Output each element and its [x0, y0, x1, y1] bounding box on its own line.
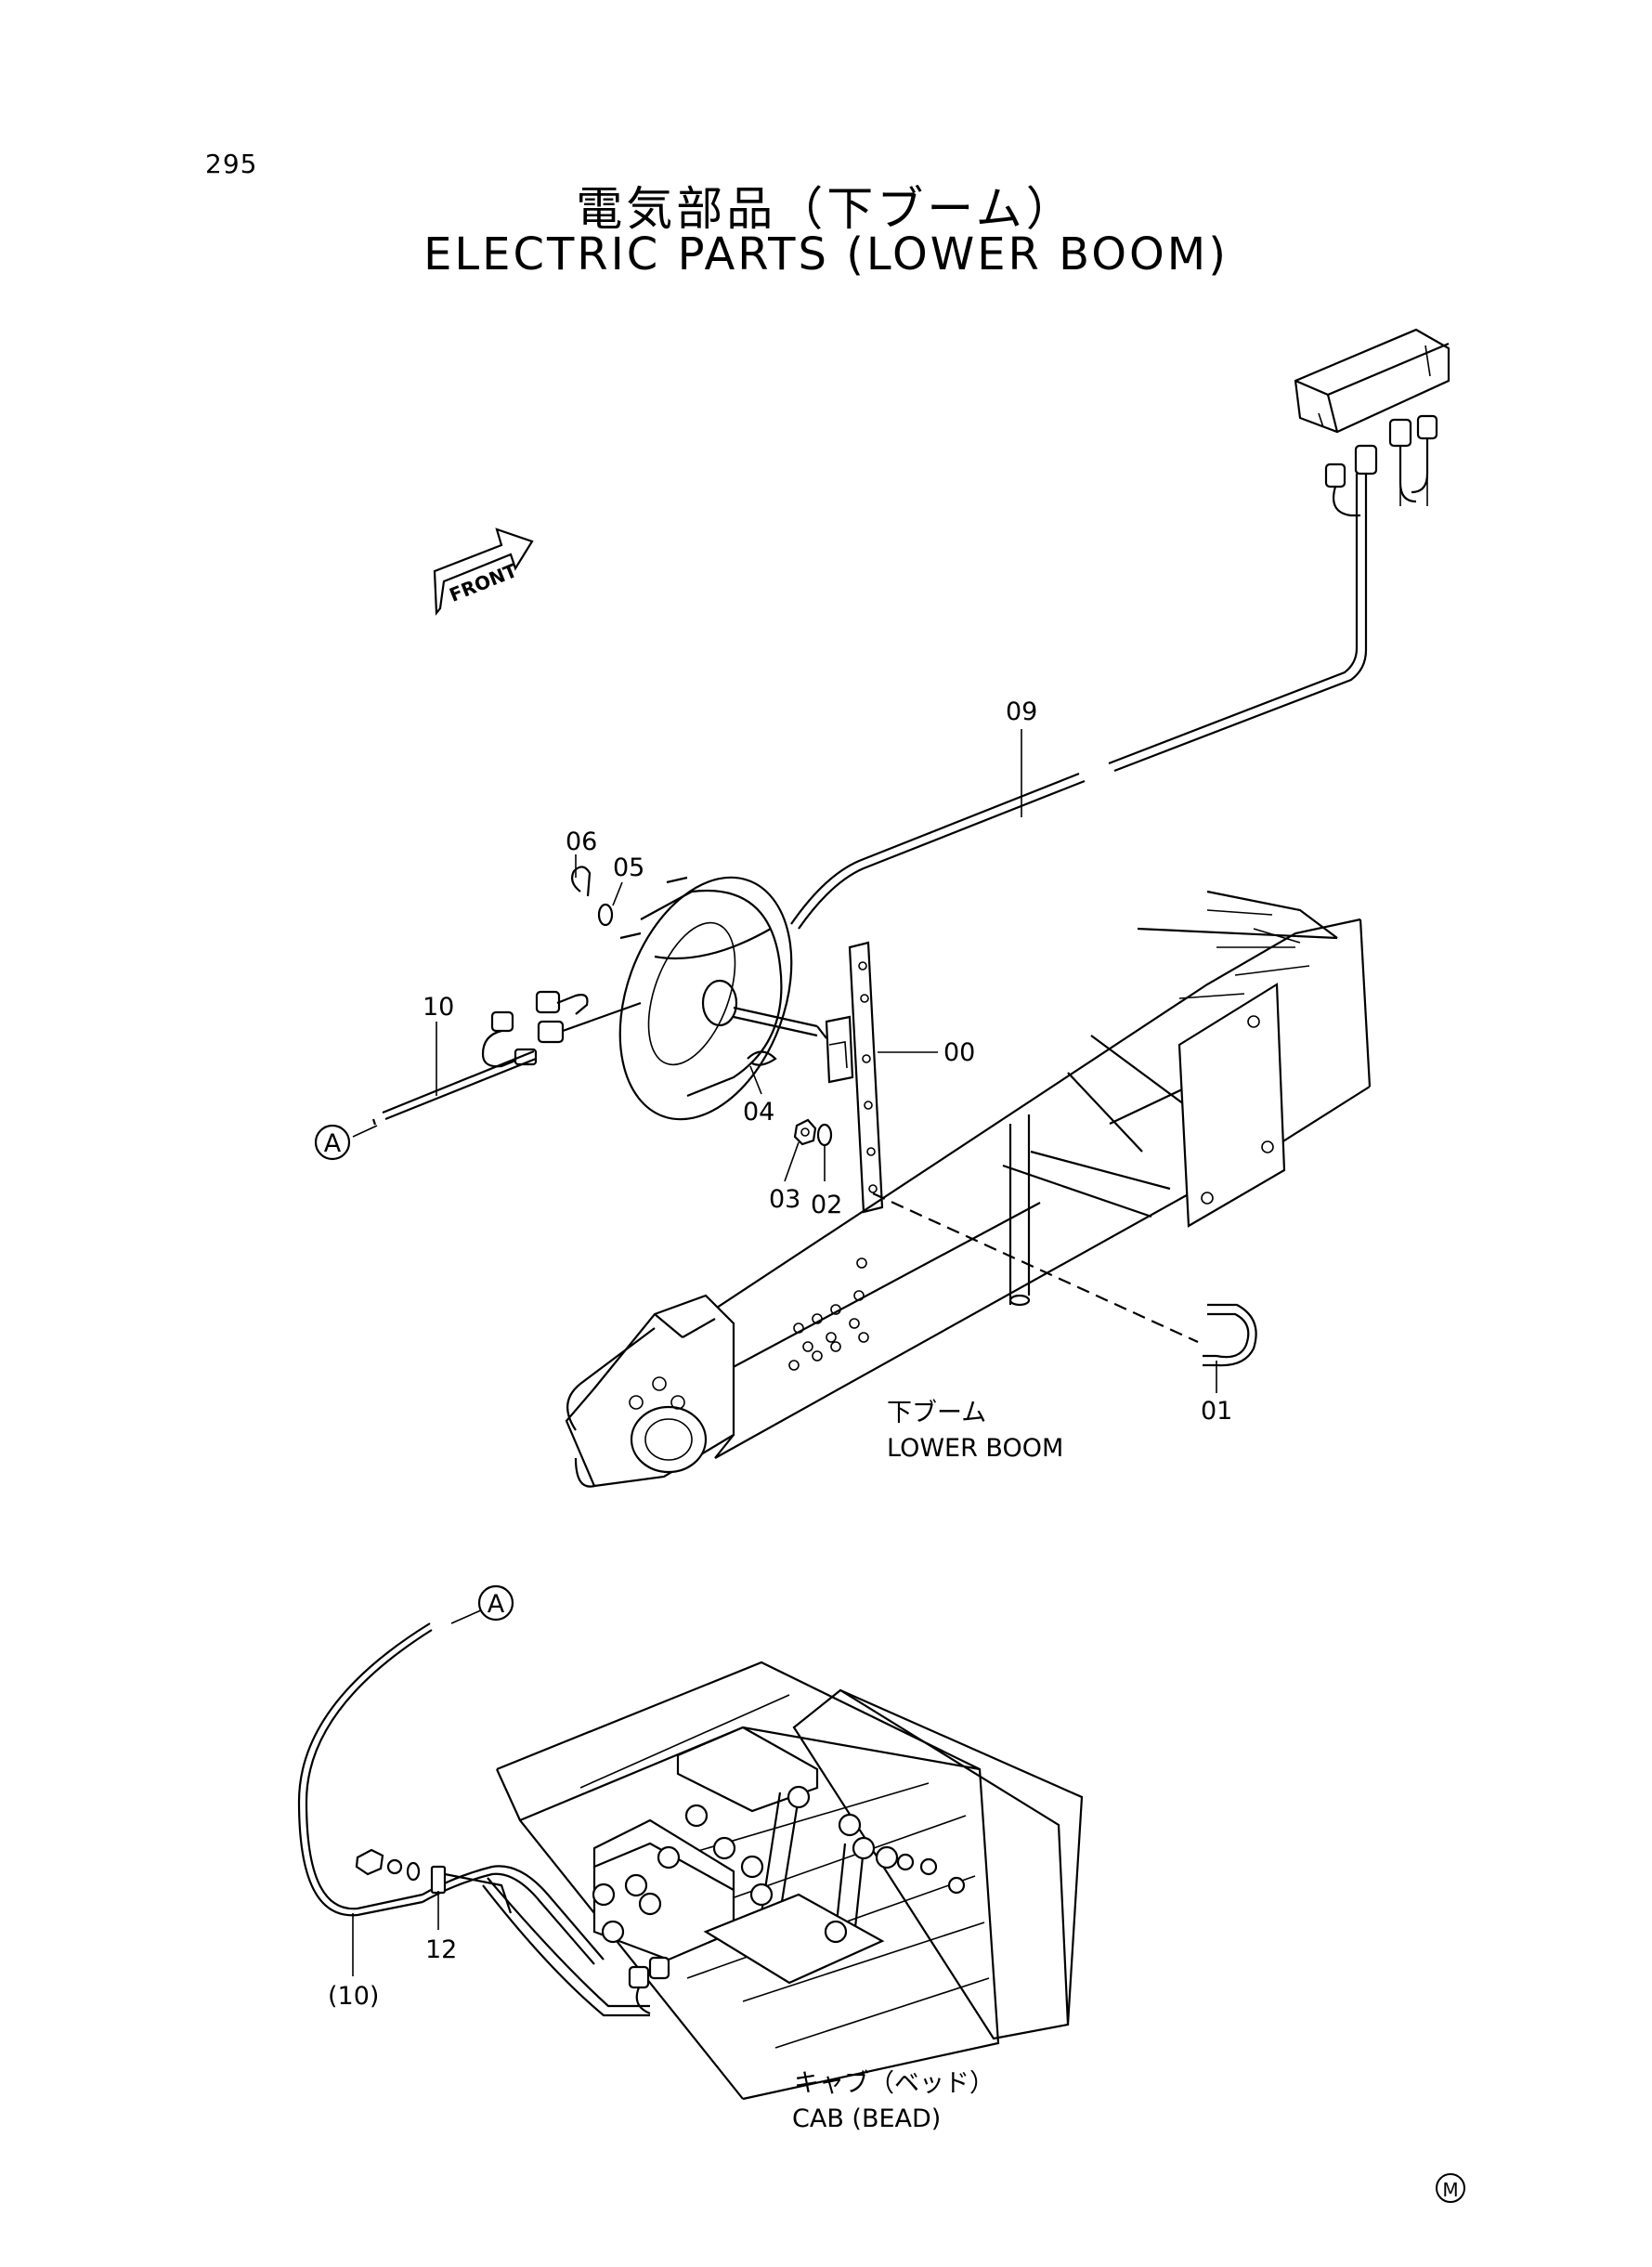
- cable-09: [790, 474, 1368, 930]
- cable-10: [371, 1049, 537, 1126]
- washer-05: [597, 903, 614, 927]
- clip-06: [571, 866, 592, 897]
- page-title-jp: 電気部品（下ブーム）: [576, 182, 1076, 236]
- label-05: 05: [613, 853, 644, 882]
- caption-lower-boom-jp: 下ブーム: [887, 1399, 986, 1427]
- page-title-en: ELECTRIC PARTS (LOWER BOOM): [423, 228, 1229, 280]
- label-04: 04: [743, 1098, 774, 1127]
- pin-04: [747, 1050, 777, 1066]
- front-arrow-icon: FRONT: [433, 528, 534, 616]
- cable-reel: [618, 876, 793, 1121]
- connector-set: [481, 990, 642, 1068]
- clip-12: [430, 1865, 513, 1914]
- corner-mark-label: M: [1442, 2179, 1458, 2201]
- caption-lower-boom-en: LOWER BOOM: [887, 1434, 1063, 1463]
- reel-shaft: [733, 1006, 827, 1039]
- controller-connectors: [1324, 414, 1438, 506]
- controller-box: [1294, 328, 1450, 434]
- label-09: 09: [1006, 697, 1037, 726]
- label-12: 12: [425, 1935, 457, 1964]
- label-06: 06: [566, 827, 597, 856]
- label-10: 10: [423, 993, 454, 1022]
- washer-02: [816, 1123, 833, 1147]
- label-02: 02: [811, 1191, 842, 1219]
- bolt-heads: [592, 1785, 966, 1944]
- ref-a-bottom-label: A: [488, 1590, 505, 1619]
- cable-10-routing: [297, 1622, 650, 2017]
- bracket-00: [825, 941, 884, 1214]
- cab-bed: [495, 1661, 1084, 2101]
- label-10-ref: (10): [328, 1982, 379, 2011]
- page-number: 295: [205, 149, 258, 179]
- caption-cab-jp: キャブ（ベッド）: [794, 2069, 995, 2098]
- caption-cab-en: CAB (BEAD): [792, 2104, 941, 2133]
- cab-connector: [628, 1956, 670, 2015]
- ref-a-top-label: A: [324, 1129, 342, 1158]
- nut-03: [793, 1118, 817, 1146]
- leader-lines: [352, 729, 1217, 1976]
- label-03: 03: [769, 1185, 800, 1214]
- label-01: 01: [1201, 1397, 1232, 1426]
- label-00: 00: [943, 1038, 975, 1067]
- u-bolt-01: [1203, 1303, 1257, 1367]
- routing-dashed-line: [872, 1192, 1199, 1344]
- corner-mark-m: M: [1436, 2173, 1465, 2203]
- ref-marker-a-top: A: [314, 1124, 351, 1161]
- lower-boom: [565, 890, 1372, 1488]
- ref-marker-a-bottom: A: [477, 1584, 514, 1622]
- clip-hardware: [355, 1848, 421, 1882]
